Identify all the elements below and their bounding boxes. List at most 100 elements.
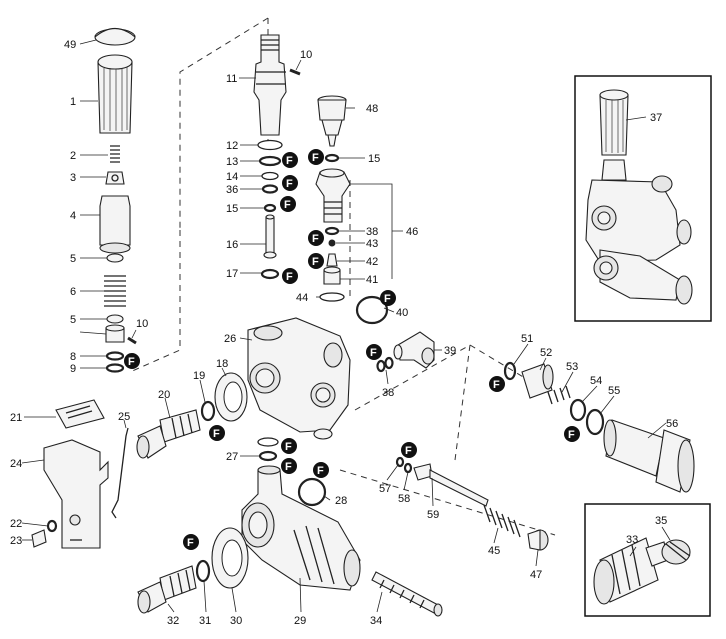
callout-13: 13 <box>226 156 238 168</box>
part-56-outlet <box>603 419 695 493</box>
callout-3: 3 <box>70 172 76 184</box>
callout-54: 54 <box>590 375 602 387</box>
callout-6: 6 <box>70 286 76 298</box>
part-21-label <box>55 399 105 429</box>
part-38-oring <box>324 226 340 236</box>
callout-58: 58 <box>398 493 410 505</box>
f-badge-14: F <box>282 175 298 191</box>
callout-1: 1 <box>70 96 76 108</box>
part-5-washer <box>106 253 124 324</box>
f-badge-17: F <box>282 268 298 284</box>
svg-text:F: F <box>213 428 220 440</box>
part-34-filter <box>371 571 443 617</box>
leader-lines <box>21 39 671 613</box>
part-16-stem <box>263 214 277 259</box>
callout-55: 55 <box>608 385 620 397</box>
part-41-seat <box>323 266 341 285</box>
part-22-washer <box>46 519 58 533</box>
f-badge-54: F <box>564 426 580 442</box>
callout-10a: 10 <box>136 318 148 330</box>
callout-28: 28 <box>335 495 347 507</box>
callout-8: 8 <box>70 351 76 363</box>
callout-26: 26 <box>224 333 236 345</box>
f-badge-9: F <box>124 353 140 369</box>
f-badges: F F F F F F F F F F F F F F F F F F <box>124 149 580 550</box>
part-7-piston <box>105 324 125 343</box>
part-17-oring <box>260 268 280 280</box>
callout-15a: 15 <box>226 203 238 215</box>
f-badge-15-top: F <box>308 149 324 165</box>
callout-48: 48 <box>366 103 378 115</box>
callout-18: 18 <box>216 358 228 370</box>
svg-text:F: F <box>405 445 412 457</box>
svg-text:F: F <box>493 379 500 391</box>
svg-text:F: F <box>312 233 319 245</box>
part-58-oring <box>403 462 413 474</box>
part-49-cap <box>94 27 136 46</box>
f-badge-51: F <box>489 376 505 392</box>
svg-text:F: F <box>384 293 391 305</box>
part-32-plug <box>137 565 197 614</box>
callout-38b: 38 <box>382 387 394 399</box>
part-43-ball <box>328 239 336 247</box>
part-45-spring <box>483 504 521 538</box>
svg-text:F: F <box>128 356 135 368</box>
callout-44: 44 <box>296 292 308 304</box>
part-27-oring <box>257 437 279 462</box>
assembly-guide-lines <box>129 17 556 536</box>
part-1-knob <box>97 54 133 134</box>
callout-22: 22 <box>10 518 22 530</box>
part-44-oring <box>319 292 345 302</box>
callout-27: 27 <box>226 451 238 463</box>
callout-32: 32 <box>167 615 179 627</box>
part-18-gasket <box>214 372 248 422</box>
f-badge-31: F <box>183 534 199 550</box>
part-24-bracket <box>43 439 109 549</box>
part-23-bolt <box>31 529 47 548</box>
f-badge-43: F <box>308 230 324 246</box>
part-19-oring <box>200 400 216 422</box>
callout-53: 53 <box>566 361 578 373</box>
callout-51: 51 <box>521 333 533 345</box>
callout-52: 52 <box>540 347 552 359</box>
part-52-seat <box>521 363 554 399</box>
callout-17: 17 <box>226 268 238 280</box>
callout-59: 59 <box>427 509 439 521</box>
callout-57: 57 <box>379 483 391 495</box>
callout-20: 20 <box>158 389 170 401</box>
part-47-screw <box>527 529 549 551</box>
callout-21: 21 <box>10 412 22 424</box>
callout-9: 9 <box>70 363 76 375</box>
callout-40: 40 <box>396 307 408 319</box>
part-42-spring <box>326 253 338 267</box>
part-59-stem <box>413 463 489 507</box>
svg-text:F: F <box>187 537 194 549</box>
part-11-valve-body <box>253 34 287 136</box>
part-36-oring <box>261 184 279 194</box>
f-badge-19: F <box>209 425 225 441</box>
f-badge-27a: F <box>281 438 297 454</box>
callout-29: 29 <box>294 615 306 627</box>
callout-2: 2 <box>70 150 76 162</box>
callout-37: 37 <box>650 112 662 124</box>
callout-34: 34 <box>370 615 382 627</box>
f-badge-28: F <box>313 462 329 478</box>
callout-43: 43 <box>366 238 378 250</box>
part-26-manifold <box>247 317 351 440</box>
callout-49: 49 <box>64 39 76 51</box>
callout-12: 12 <box>226 140 238 152</box>
svg-text:F: F <box>312 152 319 164</box>
callout-10b: 10 <box>300 49 312 61</box>
part-8-oring <box>105 351 125 361</box>
f-badge-38: F <box>366 344 382 360</box>
callout-5b: 5 <box>70 314 76 326</box>
part-38-orings-side <box>376 356 394 373</box>
callout-31: 31 <box>199 615 211 627</box>
svg-text:F: F <box>317 465 324 477</box>
f-badge-42: F <box>308 253 324 269</box>
callout-25: 25 <box>118 411 130 423</box>
svg-text:F: F <box>370 347 377 359</box>
callout-38a: 38 <box>366 226 378 238</box>
part-9-oring <box>105 363 125 373</box>
